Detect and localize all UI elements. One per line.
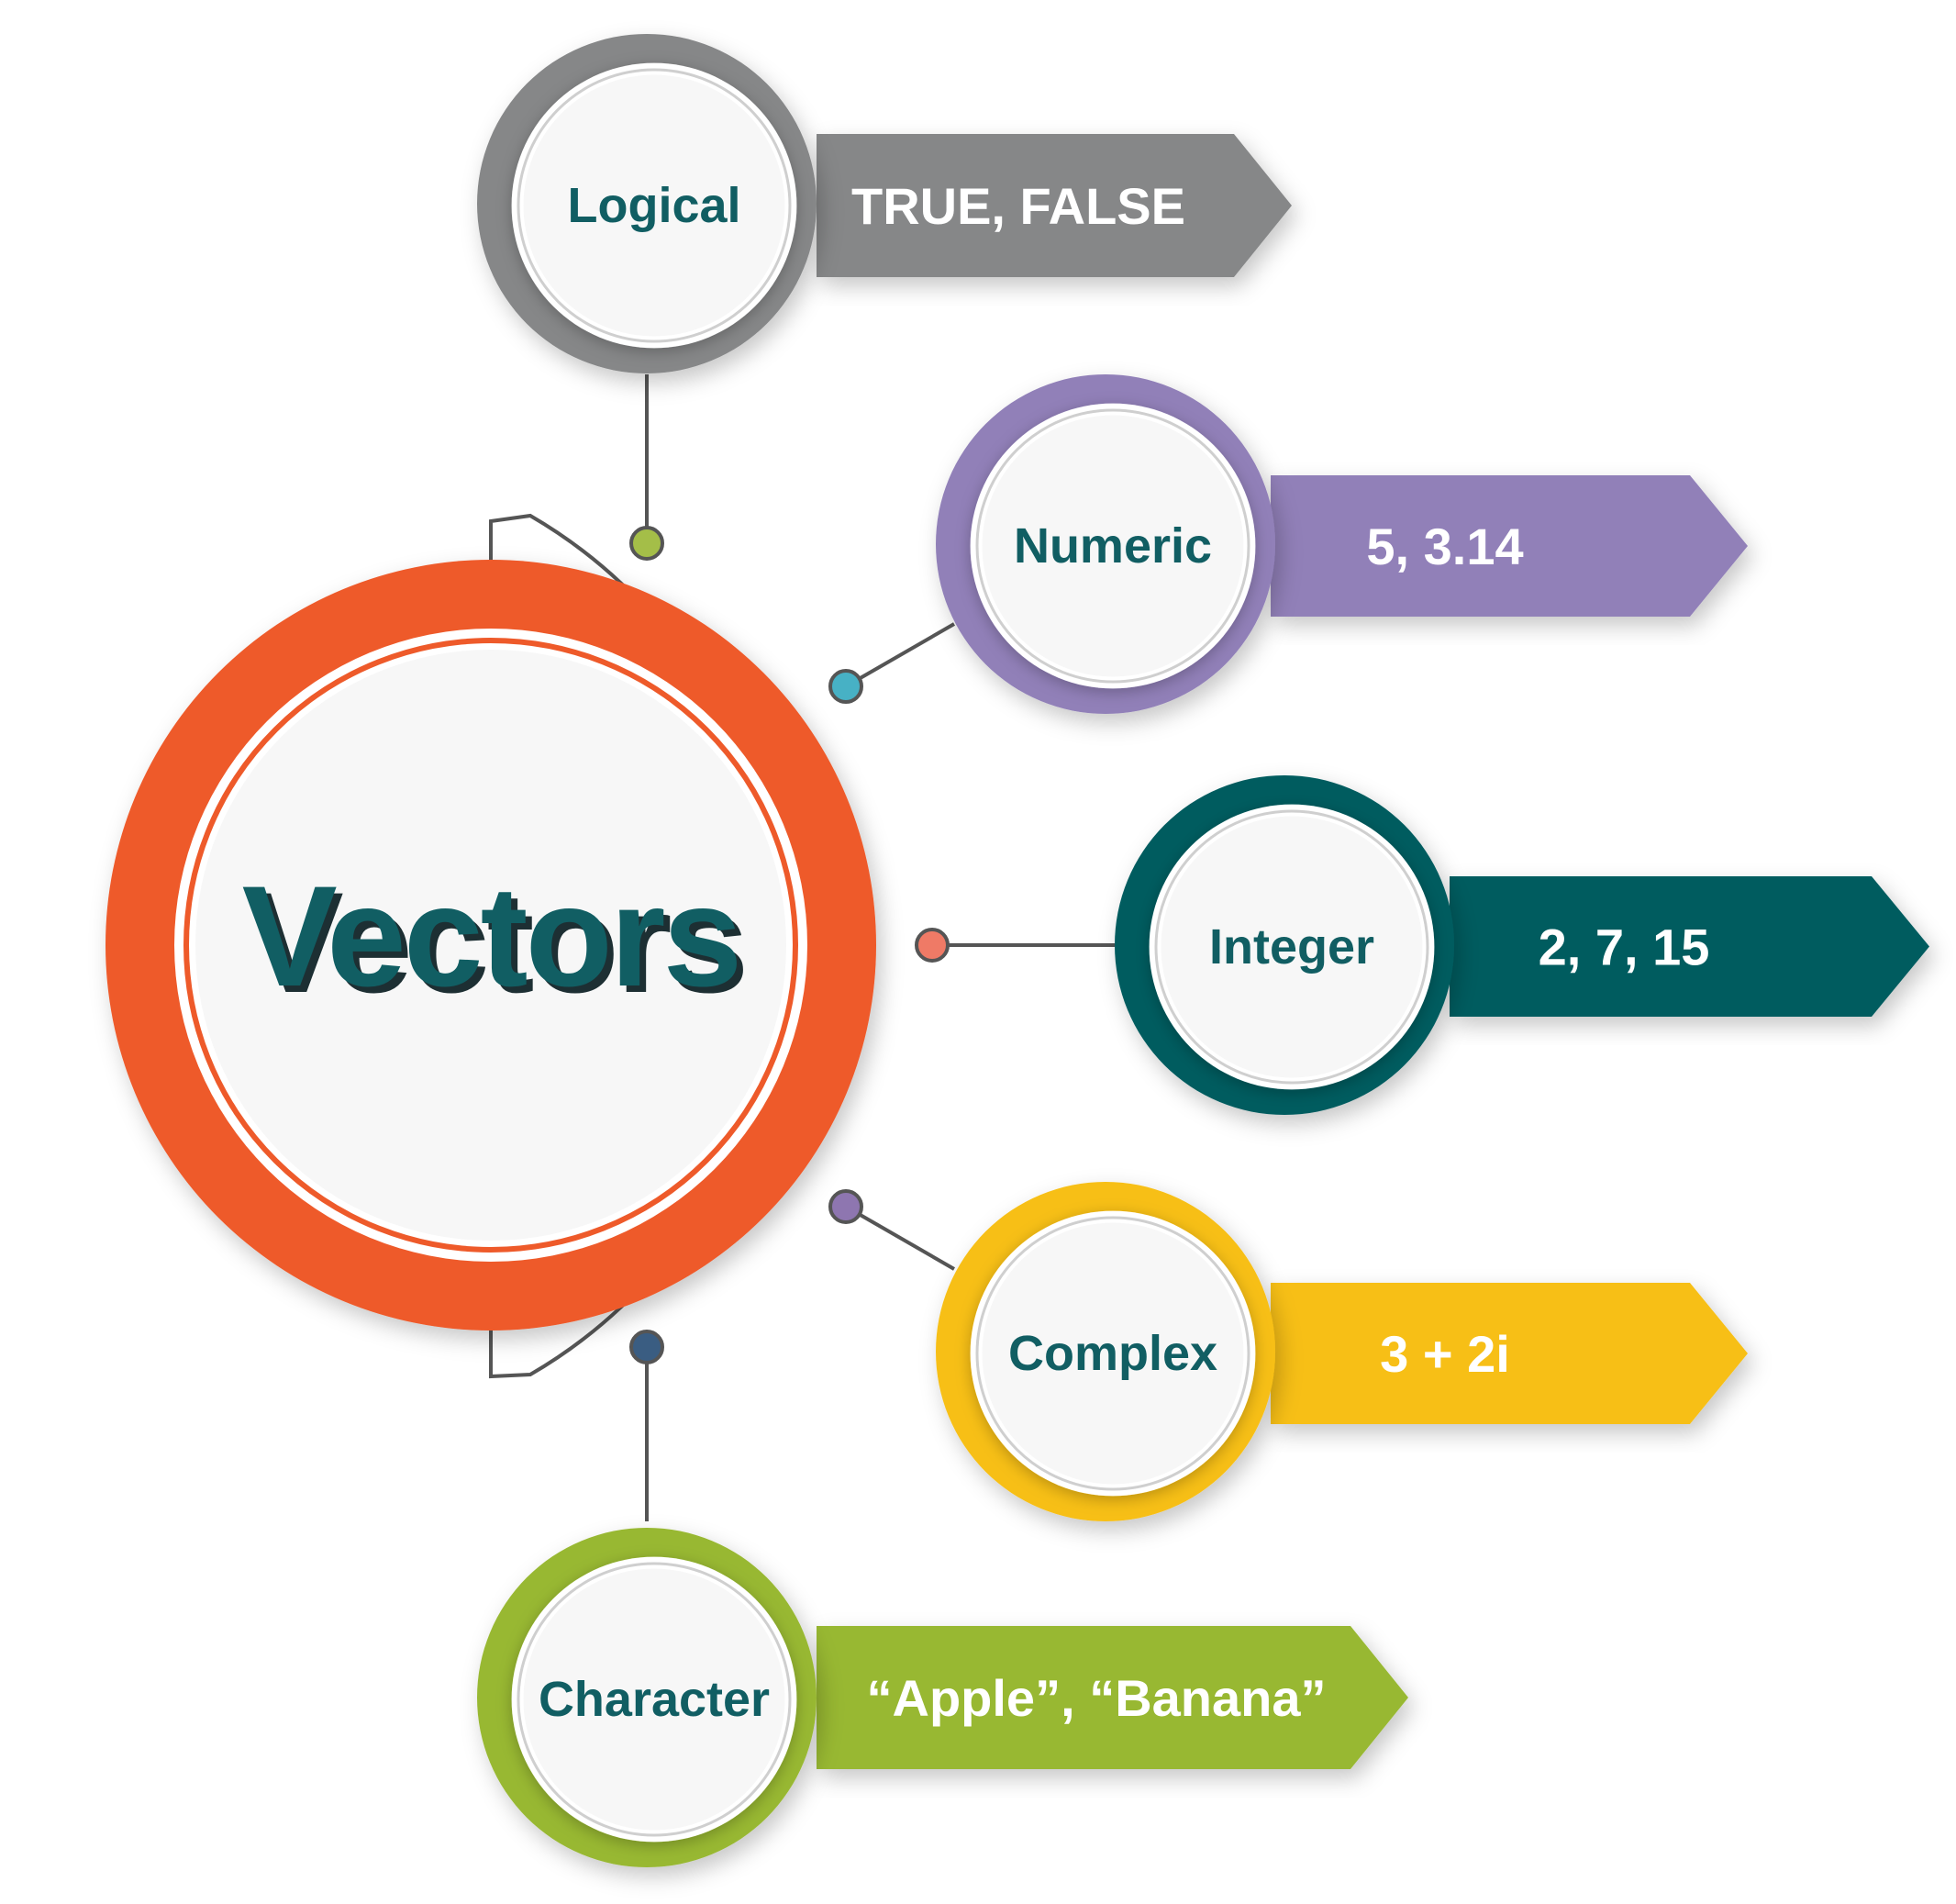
banner-character <box>817 1626 1408 1769</box>
node-inner-line-character <box>517 1562 792 1837</box>
node-label-complex: Complex <box>1008 1326 1217 1381</box>
example-integer: 2, 7, 15 <box>1539 919 1710 976</box>
junction-dot-logical <box>629 526 664 561</box>
center-face <box>195 650 786 1241</box>
example-character: “Apple”, “Banana” <box>867 1669 1327 1727</box>
node-label-logical: Logical <box>567 178 740 233</box>
banner-complex <box>1271 1283 1748 1424</box>
center-node <box>106 560 876 1331</box>
center-inner-ring-line <box>183 638 798 1253</box>
node-label-integer: Integer <box>1209 919 1374 974</box>
node-face-logical <box>523 74 785 337</box>
banner-logical <box>817 134 1292 277</box>
example-complex: 3 + 2i <box>1380 1325 1510 1383</box>
example-numeric: 5, 3.14 <box>1366 518 1523 575</box>
node-logical: Logical TRUE, FALSE <box>477 34 1292 373</box>
junction-dot-integer <box>915 928 950 963</box>
connector-numeric <box>845 622 955 688</box>
node-inner-line-integer <box>1154 809 1429 1085</box>
node-character: Character “Apple”, “Banana” <box>477 1528 1408 1867</box>
node-face-character <box>523 1568 785 1831</box>
junction-dots <box>629 526 950 1364</box>
example-logical: TRUE, FALSE <box>851 177 1185 235</box>
node-integer: Integer 2, 7, 15 <box>1115 775 1929 1115</box>
node-inner-line-complex <box>975 1216 1250 1491</box>
node-inner-line-numeric <box>975 408 1250 684</box>
node-complex: Complex 3 + 2i <box>936 1182 1748 1521</box>
node-face-numeric <box>982 415 1244 677</box>
banner-integer <box>1450 876 1929 1017</box>
junction-dot-numeric <box>828 669 863 704</box>
node-label-character: Character <box>539 1672 770 1727</box>
center-title: Vectors <box>242 857 740 1017</box>
banner-numeric <box>1271 475 1748 617</box>
node-numeric: Numeric 5, 3.14 <box>936 374 1748 714</box>
node-face-integer <box>1161 816 1423 1078</box>
node-inner-line-logical <box>517 68 792 343</box>
junction-dot-character <box>629 1330 664 1364</box>
connector-complex <box>845 1205 955 1271</box>
node-face-complex <box>982 1222 1244 1485</box>
node-label-numeric: Numeric <box>1014 518 1212 573</box>
center-title-shadow: Vectors <box>249 863 747 1023</box>
junction-dot-complex <box>828 1189 863 1224</box>
